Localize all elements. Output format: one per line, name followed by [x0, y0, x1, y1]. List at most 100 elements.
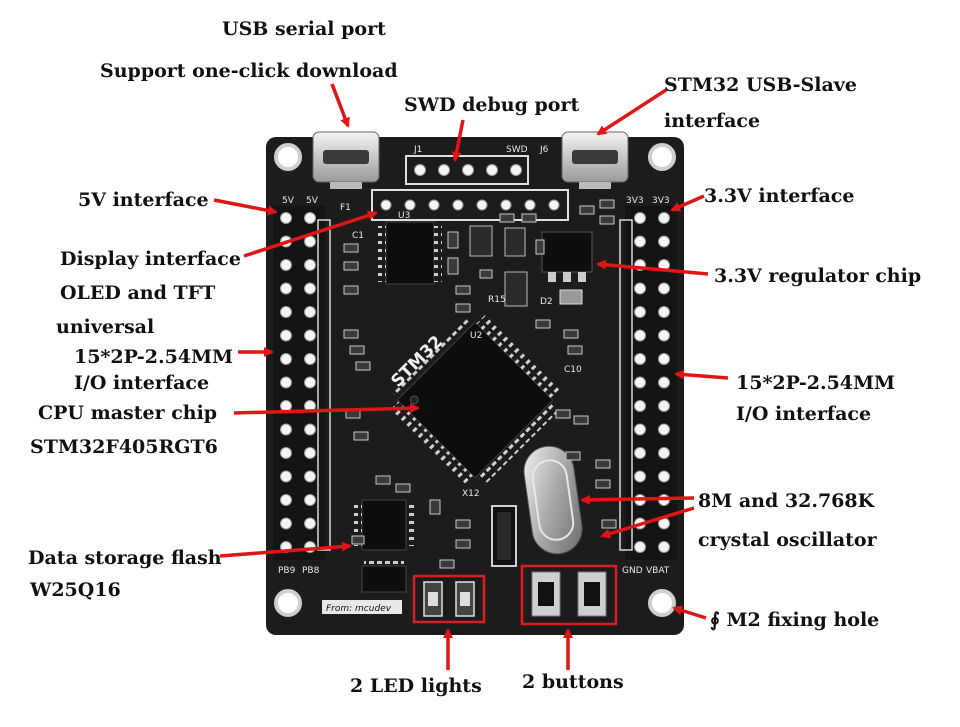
header-pin — [634, 235, 646, 248]
silk-d2: D2 — [540, 297, 553, 307]
smd-part — [555, 409, 571, 419]
smd-part — [395, 483, 411, 493]
label-display-interface: Display interface — [60, 248, 241, 270]
header-pin — [280, 423, 292, 436]
smd-part — [521, 213, 537, 223]
smd-part — [599, 215, 615, 225]
smd-part — [375, 475, 391, 485]
arrow-5v — [213, 198, 278, 216]
header-pin — [304, 306, 316, 318]
smd-part — [535, 319, 551, 329]
left-io-header — [280, 212, 316, 553]
smd-part — [455, 539, 471, 549]
header-pin — [658, 329, 670, 342]
silk-j6: J6 — [539, 145, 549, 155]
header-pin — [634, 423, 646, 436]
label-one-click-download: Support one-click download — [100, 60, 398, 82]
swd-header — [414, 164, 522, 176]
flash-chip — [354, 499, 414, 593]
silk-5v-b: 5V — [306, 196, 319, 206]
header-pin — [634, 400, 646, 412]
smd-part — [429, 499, 441, 515]
header-pin — [304, 329, 316, 342]
smd-part — [447, 257, 459, 275]
usb-slave-connector — [561, 131, 629, 189]
display-header — [380, 199, 560, 211]
arrow-fixing-hole — [672, 605, 707, 620]
header-pin — [304, 282, 316, 295]
arrow-usb-slave — [596, 88, 667, 136]
header-pin — [304, 259, 316, 271]
silk-swd: SWD — [506, 145, 528, 155]
smd-part — [599, 199, 615, 209]
smd-part — [595, 459, 611, 469]
smd-part — [455, 519, 471, 529]
arrow-regulator — [596, 259, 709, 276]
silk-from-mcudev: From: mcudev — [326, 604, 392, 614]
silk-gnd: GND — [622, 566, 643, 576]
header-pin — [304, 447, 316, 459]
header-pin — [658, 235, 670, 248]
label-crystal-freqs: 8M and 32.768K — [698, 490, 875, 512]
arrow-crystal-8m — [580, 494, 695, 505]
header-pin — [304, 470, 316, 483]
smd-components — [343, 199, 617, 569]
silk-r15: R15 — [488, 295, 506, 305]
header-pin — [634, 541, 646, 553]
header-pin — [634, 212, 646, 224]
smd-part — [343, 329, 359, 339]
header-pin — [476, 199, 488, 211]
header-pin — [634, 282, 646, 295]
label-universal: universal — [56, 316, 155, 338]
header-pin — [658, 447, 670, 459]
smd-part — [573, 415, 589, 425]
label-crystal-oscillator: crystal oscillator — [698, 529, 877, 551]
header-pin — [658, 282, 670, 295]
header-pin — [304, 376, 316, 389]
usb-serial-ic — [378, 221, 442, 285]
smd-part — [355, 361, 371, 371]
silk-c10: C10 — [564, 365, 582, 375]
header-pin — [634, 353, 646, 365]
label-io-right-spec: 15*2P-2.54MM — [736, 372, 896, 394]
header-pin — [634, 447, 646, 459]
smd-part — [455, 303, 471, 313]
silk-u2: U2 — [470, 331, 482, 341]
label-cpu-part-number: STM32F405RGT6 — [30, 436, 218, 458]
regulator-chip — [541, 231, 593, 282]
header-pin — [548, 199, 560, 211]
label-5v-interface: 5V interface — [78, 189, 209, 211]
silk-x12: X12 — [462, 489, 480, 499]
smd-part — [563, 329, 579, 339]
smd-part — [343, 285, 359, 295]
header-pin — [280, 376, 292, 389]
label-usb-slave-interface: interface — [664, 110, 761, 132]
cpu-master-chip — [390, 315, 560, 485]
smd-part — [439, 559, 455, 569]
header-pin — [658, 423, 670, 436]
smd-part — [565, 451, 581, 461]
silk-vbat: VBAT — [646, 566, 670, 576]
smd-part — [579, 205, 595, 215]
silk-pb9: PB9 — [278, 566, 296, 576]
header-pin — [462, 164, 474, 176]
arrow-3v3 — [670, 194, 705, 212]
header-pin — [634, 376, 646, 389]
label-io-left-spec: 15*2P-2.54MM — [74, 346, 234, 368]
arrow-io-right — [674, 369, 729, 380]
arrow-usb-serial — [330, 83, 350, 128]
header-pin — [414, 164, 426, 176]
header-pin — [280, 353, 292, 365]
header-pin — [280, 259, 292, 271]
header-pin — [634, 470, 646, 483]
header-pin — [280, 470, 292, 483]
header-pin — [510, 164, 522, 176]
smd-part — [535, 239, 545, 255]
header-pin — [304, 494, 316, 506]
led-lights — [423, 581, 475, 617]
push-buttons — [531, 571, 607, 617]
header-pin — [452, 199, 464, 211]
smd-part — [349, 345, 365, 355]
silk-3v3-b: 3V3 — [652, 196, 670, 206]
